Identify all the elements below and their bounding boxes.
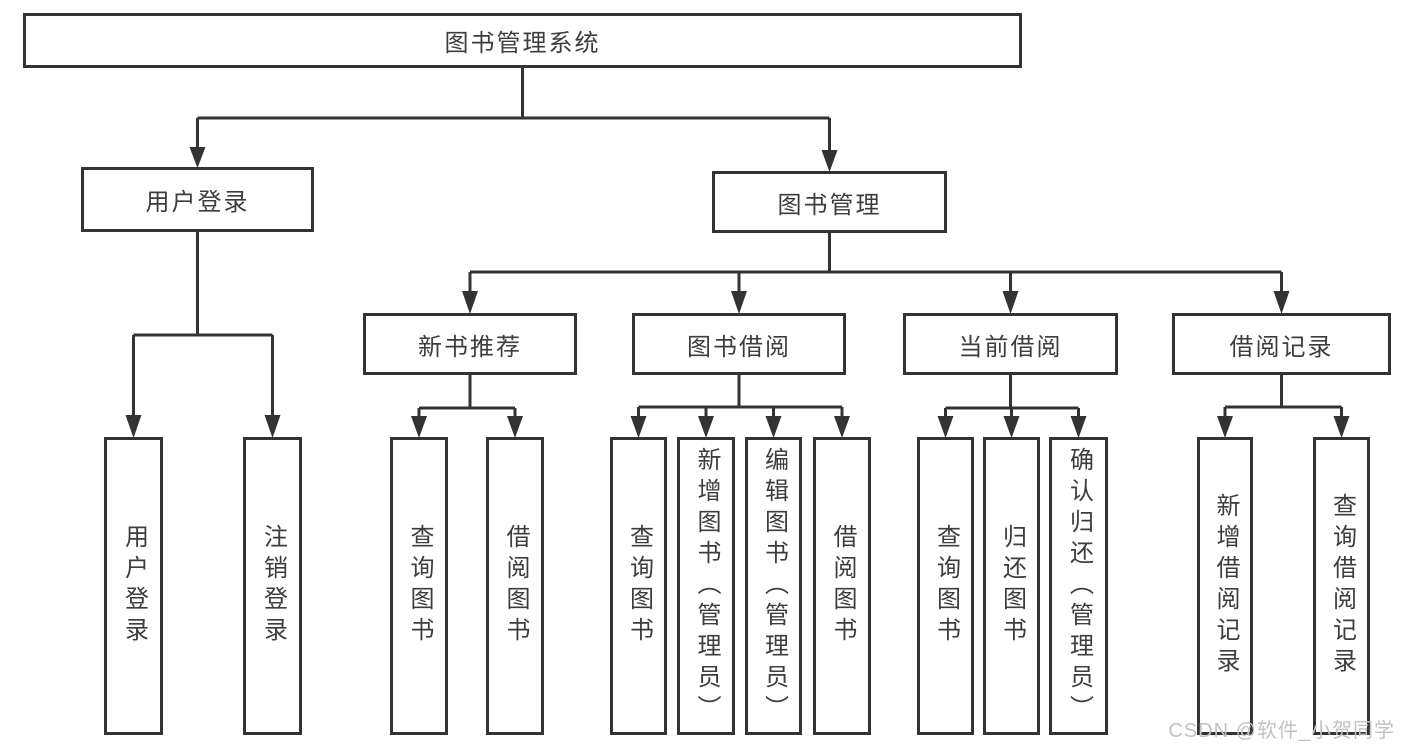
leaf-query-borrow-record: 查询借阅记录 [1313,437,1370,735]
leaf-add-books-admin: 新增图书（管理员） [677,437,735,735]
leaf-borrow-books-2: 借阅图书 [813,437,871,735]
leaf-return-books: 归还图书 [983,437,1040,735]
arrowhead [1333,416,1350,438]
node-borrow-records: 借阅记录 [1172,313,1391,375]
arrowhead [821,150,838,172]
node-new-book-recommendation: 新书推荐 [363,313,577,375]
csdn-watermark: CSDN @软件_小贺同学 [1168,720,1395,742]
leaf-query-books-2: 查询图书 [610,437,667,735]
connector-root-to-level2 [189,68,838,172]
leaf-logout: 注销登录 [243,437,302,735]
node-book-management: 图书管理 [712,171,947,233]
arrowhead [1070,416,1087,438]
arrowhead [937,416,954,438]
connector-borrow-records-children [1217,375,1350,438]
connector-new-books-children [411,375,523,438]
arrowhead [462,291,478,314]
leaf-user-login: 用户登录 [104,437,163,735]
leaf-query-books-3: 查询图书 [917,437,974,735]
leaf-query-books-1: 查询图书 [390,437,448,735]
arrowhead [1003,416,1020,438]
leaf-edit-books-admin: 编辑图书（管理员） [745,437,802,735]
arrowhead [1217,416,1233,438]
arrowhead [834,416,850,438]
connector-user-login-children [125,232,281,438]
arrowhead [698,416,714,438]
connector-current-borrow-children [937,375,1087,438]
arrowhead [189,147,206,168]
leaf-add-borrow-record: 新增借阅记录 [1197,437,1253,735]
arrowhead [630,416,647,438]
node-user-login: 用户登录 [81,167,314,232]
connector-book-borrow-children [630,375,850,438]
arrowhead [731,291,747,314]
arrowhead [264,415,281,438]
node-current-borrowing: 当前借阅 [903,313,1118,375]
arrowhead [411,416,427,438]
leaf-confirm-return-admin: 确认归还（管理员） [1049,437,1108,735]
node-library-management-system: 图书管理系统 [23,13,1022,68]
arrowhead [507,416,523,438]
arrowhead [765,416,782,438]
leaf-borrow-books-1: 借阅图书 [486,437,544,735]
connector-book-mgmt-children [462,233,1290,314]
arrowhead [125,415,142,438]
node-book-borrowing: 图书借阅 [632,313,846,375]
arrowhead [1273,291,1290,314]
arrowhead [1002,291,1019,314]
